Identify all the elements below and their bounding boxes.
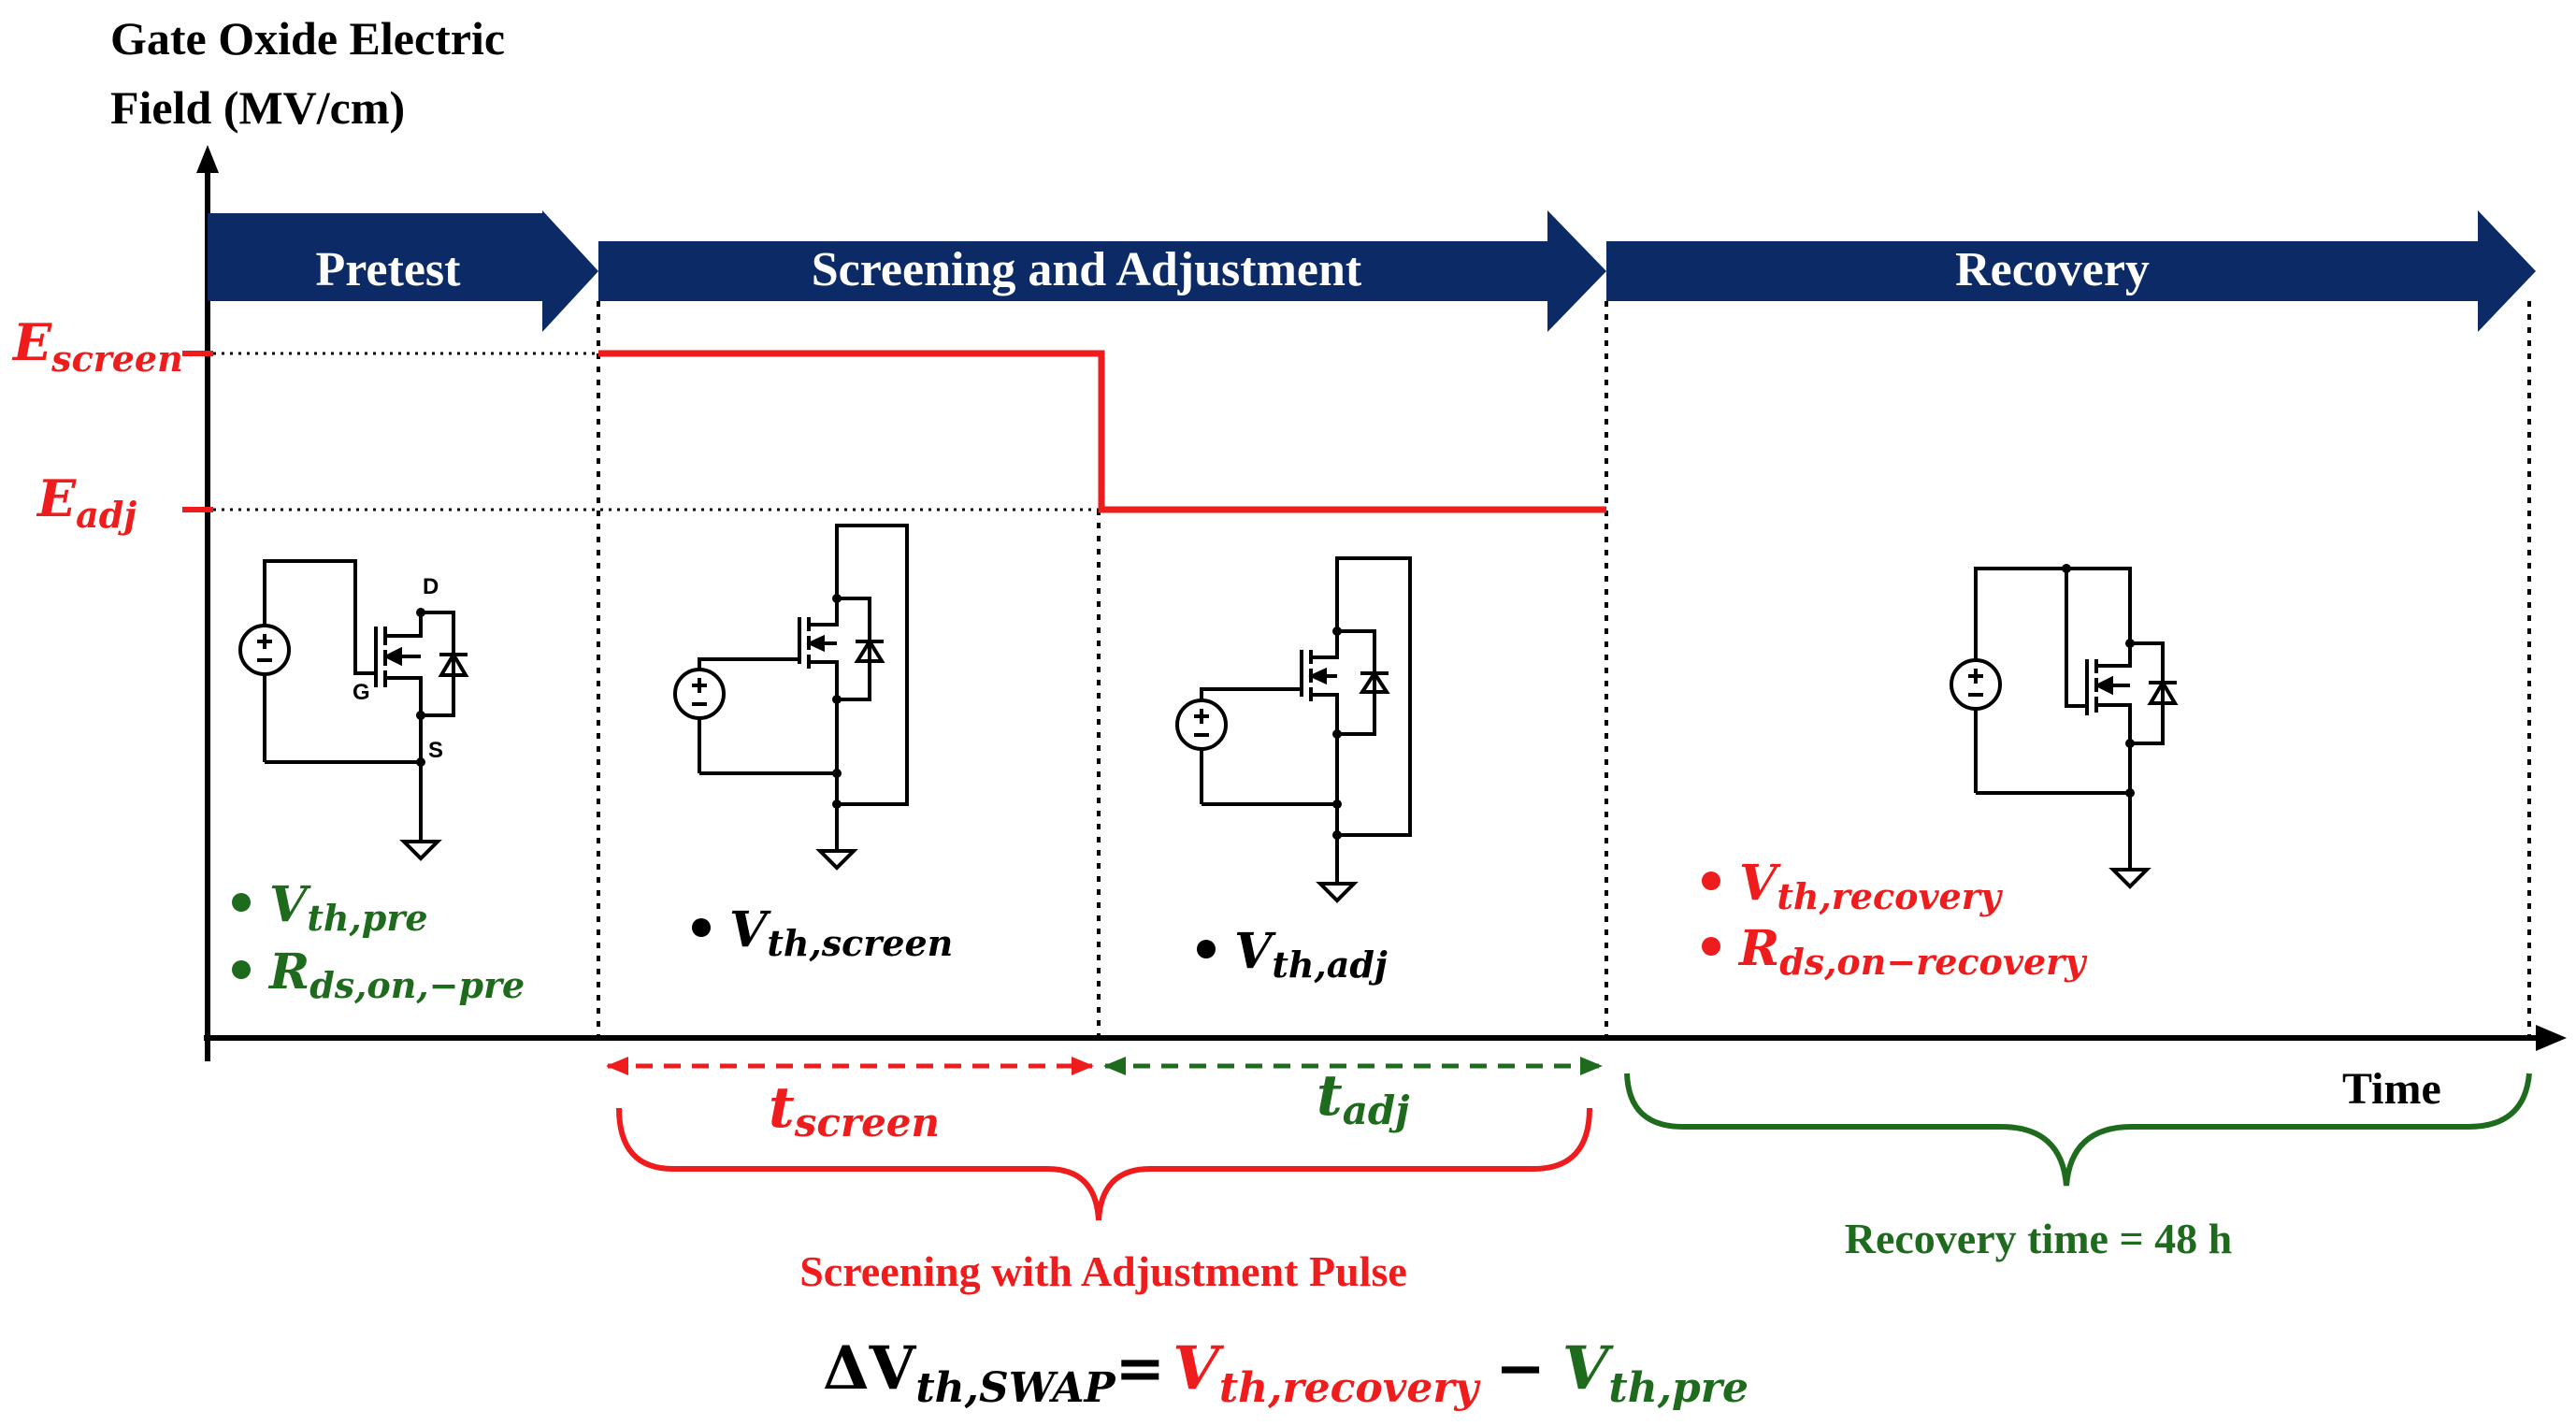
circuit-adjustment: [1175, 556, 1412, 903]
bullet-vth-adj: [1197, 940, 1216, 958]
y-axis-arrowhead: [196, 145, 219, 173]
x-axis-arrowhead: [2536, 1025, 2567, 1051]
phase-label-pretest: Pretest: [316, 243, 462, 296]
measurement-rds-pre: Rds,on,−pre: [267, 943, 525, 1006]
bullet-rds-pre: [232, 960, 251, 979]
bullet-vth-recovery: [1702, 871, 1720, 890]
measurement-rds-recovery: Rds,on−recovery: [1737, 920, 2088, 983]
measurement-vth-screen: Vth,screen: [729, 901, 953, 964]
measurement-vth-adj: Vth,adj: [1234, 923, 1388, 986]
phase-label-recovery: Recovery: [1955, 243, 2150, 296]
label-recovery-time: Recovery time = 48 h: [1845, 1215, 2233, 1262]
bullet-rds-recovery: [1702, 937, 1720, 956]
brace-screening: [616, 1107, 1592, 1221]
phase-arrow-recovery: [1606, 210, 2536, 332]
bullet-vth-pre: [232, 893, 251, 912]
bullet-vth-screen: [692, 918, 711, 937]
label-e-screen: Escreen: [11, 312, 183, 380]
label-source: S: [428, 738, 443, 763]
circuit-recovery: [1950, 564, 2179, 889]
brace-recovery: [1624, 1073, 2532, 1187]
label-gate: G: [353, 680, 370, 705]
equation-delta-vth-swap: ΔVth,SWAP=Vth,recovery−Vth,pre: [823, 1333, 1749, 1412]
x-axis-label: Time: [2342, 1064, 2441, 1114]
label-e-adj: Eadj: [36, 468, 137, 536]
label-t-screen: tscreen: [769, 1075, 940, 1145]
label-drain: D: [423, 574, 439, 599]
circuit-pretest: [238, 559, 469, 861]
label-screening-with-adjustment: Screening with Adjustment Pulse: [799, 1247, 1407, 1295]
label-t-adj: tadj: [1317, 1063, 1410, 1133]
phase-label-screening: Screening and Adjustment: [812, 243, 1362, 296]
measurement-vth-pre: Vth,pre: [269, 876, 428, 939]
measurement-vth-recovery: Vth,recovery: [1739, 855, 2004, 917]
phase-arrow-screening: [598, 210, 1606, 332]
circuit-screening: [673, 524, 909, 871]
gate-field-waveform: [598, 350, 1606, 513]
phase-arrow-pretest-body: [208, 241, 544, 301]
y-axis-label-line1: Gate Oxide Electric: [110, 12, 505, 65]
y-axis-label-line2: Field (MV/cm): [110, 81, 405, 134]
